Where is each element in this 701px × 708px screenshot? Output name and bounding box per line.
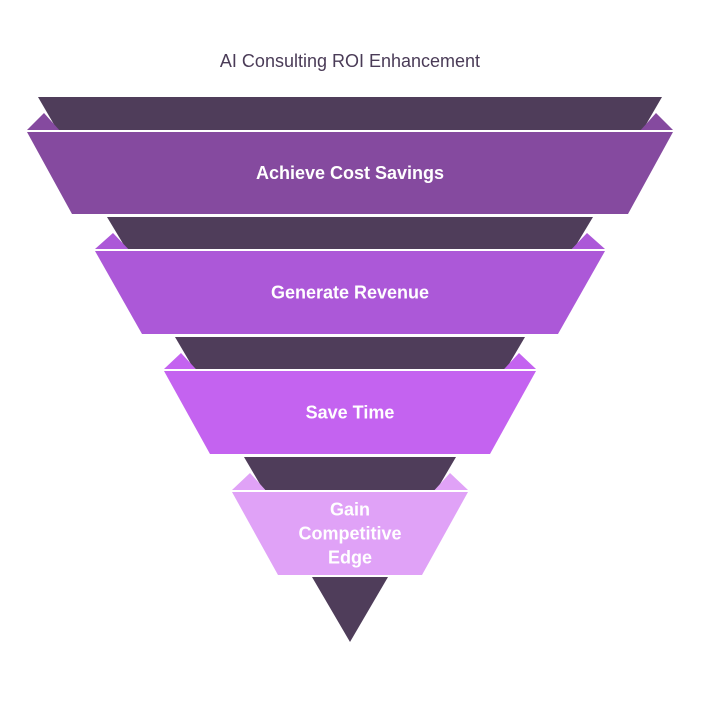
funnel-back-panel	[244, 457, 456, 490]
funnel-level-label: Edge	[328, 548, 372, 568]
funnel-fold-left	[164, 353, 196, 369]
funnel-level-4	[232, 492, 468, 575]
funnel-level-2	[95, 251, 605, 334]
funnel-level-label: Achieve Cost Savings	[256, 163, 444, 183]
funnel-level-label: Competitive	[298, 524, 401, 544]
funnel-level-label: Save Time	[306, 403, 395, 423]
funnel-back-panel	[107, 217, 593, 249]
funnel-fold-right	[434, 473, 468, 490]
funnel-fold-right	[640, 113, 673, 130]
funnel-back-panel	[38, 97, 662, 130]
funnel-back-panel	[175, 337, 525, 369]
funnel-level-label: Generate Revenue	[271, 283, 429, 303]
funnel-level-1	[27, 132, 673, 214]
funnel-level-3	[164, 371, 536, 454]
funnel-fold-left	[95, 233, 129, 249]
funnel-fold-left	[232, 473, 266, 490]
funnel-fold-right	[571, 233, 605, 249]
diagram-title: AI Consulting ROI Enhancement	[220, 51, 480, 71]
funnel-bottom-tip	[312, 577, 388, 642]
funnel-fold-right	[504, 353, 536, 369]
funnel-level-label: Gain	[330, 500, 370, 520]
funnel-fold-left	[27, 113, 60, 130]
